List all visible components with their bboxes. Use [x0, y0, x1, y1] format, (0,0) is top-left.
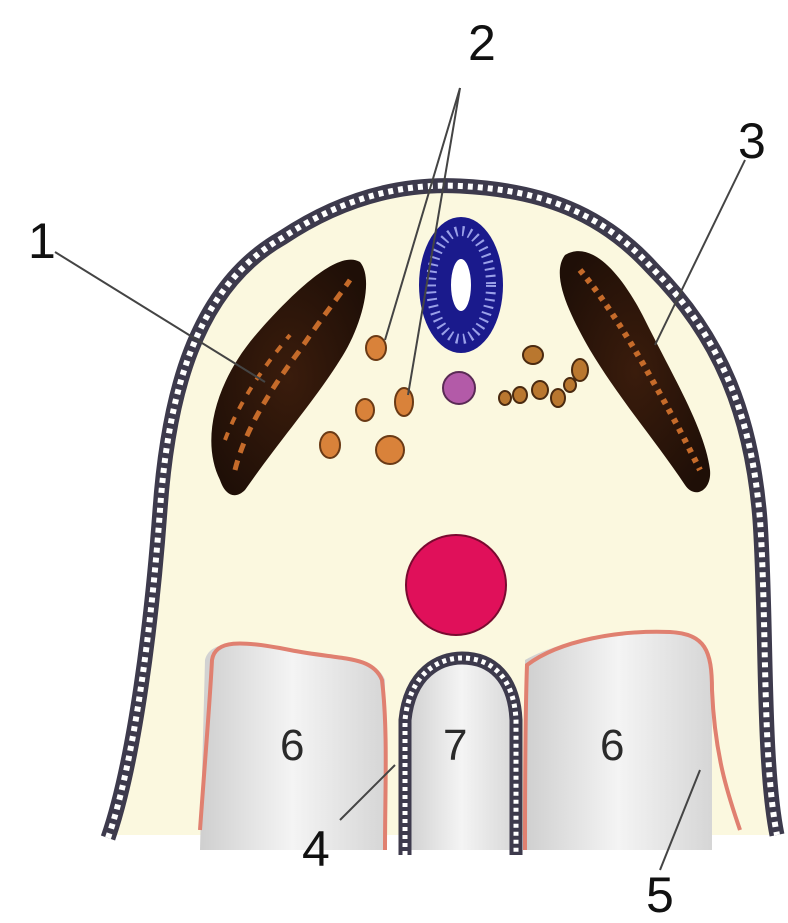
notochord	[443, 372, 475, 404]
label-2: 2	[468, 15, 496, 71]
label-7: 7	[443, 721, 467, 770]
neural-tube	[419, 217, 503, 353]
label-6-right: 6	[600, 721, 624, 770]
label-5: 5	[646, 867, 674, 923]
aorta	[406, 535, 506, 635]
label-4: 4	[302, 821, 330, 877]
label-3: 3	[738, 113, 766, 169]
label-6-left: 6	[280, 721, 304, 770]
label-1: 1	[28, 213, 56, 269]
